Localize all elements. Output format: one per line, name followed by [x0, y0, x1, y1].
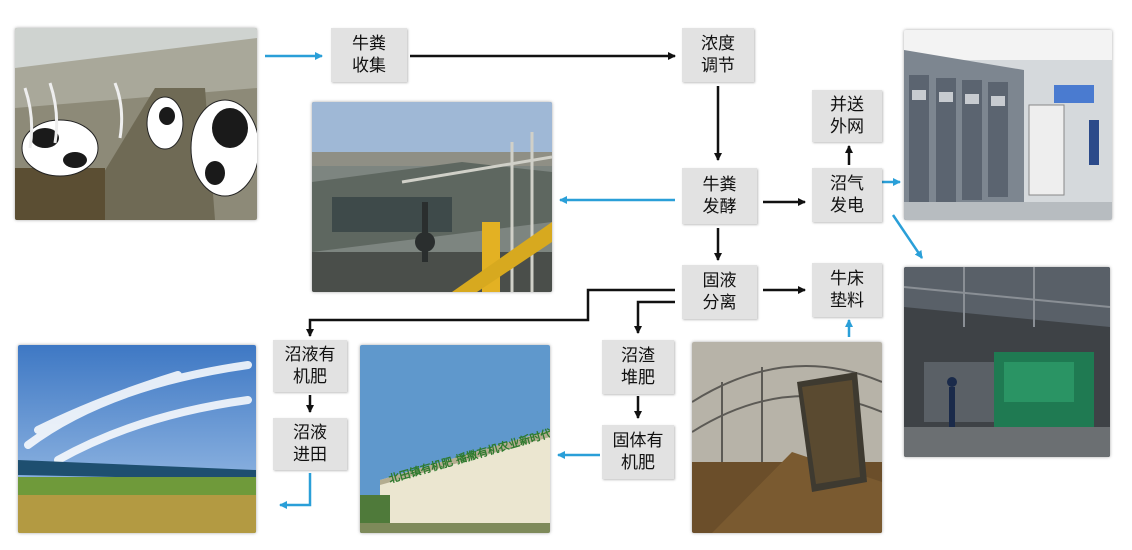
photo-generator-hall [904, 267, 1110, 457]
photo-compost-shed [692, 342, 882, 533]
node-residue-compost: 沼渣 堆肥 [602, 340, 674, 394]
arrow-separation-to-residue [634, 300, 675, 334]
node-solid-liquid-separation: 固液 分离 [682, 265, 757, 319]
photo-control-room [904, 30, 1112, 220]
node-concentration-adjust: 浓度 调节 [682, 28, 754, 82]
node-manure-collection: 牛粪 收集 [331, 28, 407, 82]
photo-field-sky [18, 345, 256, 533]
arrow-separation-to-liquid-fert [306, 288, 675, 337]
photo-fermentation-tank [312, 102, 552, 292]
photo-cow-barn [15, 28, 257, 220]
node-manure-fermentation: 牛粪 发酵 [682, 168, 757, 224]
arrow-power-to-generator-photo [891, 214, 924, 259]
node-grid-export: 并送 外网 [812, 90, 882, 142]
photo-fertilizer-building: 北田镇有机肥 播撒有机农业新时代 [360, 345, 550, 533]
node-solid-fertilizer: 固体有 机肥 [602, 425, 674, 479]
arrow-field-to-photo [279, 473, 312, 509]
node-biogas-power: 沼气 发电 [812, 168, 882, 222]
node-liquid-to-field: 沼液 进田 [273, 418, 347, 470]
node-bedding-material: 牛床 垫料 [812, 263, 882, 317]
node-liquid-fertilizer: 沼液有 机肥 [273, 340, 347, 392]
